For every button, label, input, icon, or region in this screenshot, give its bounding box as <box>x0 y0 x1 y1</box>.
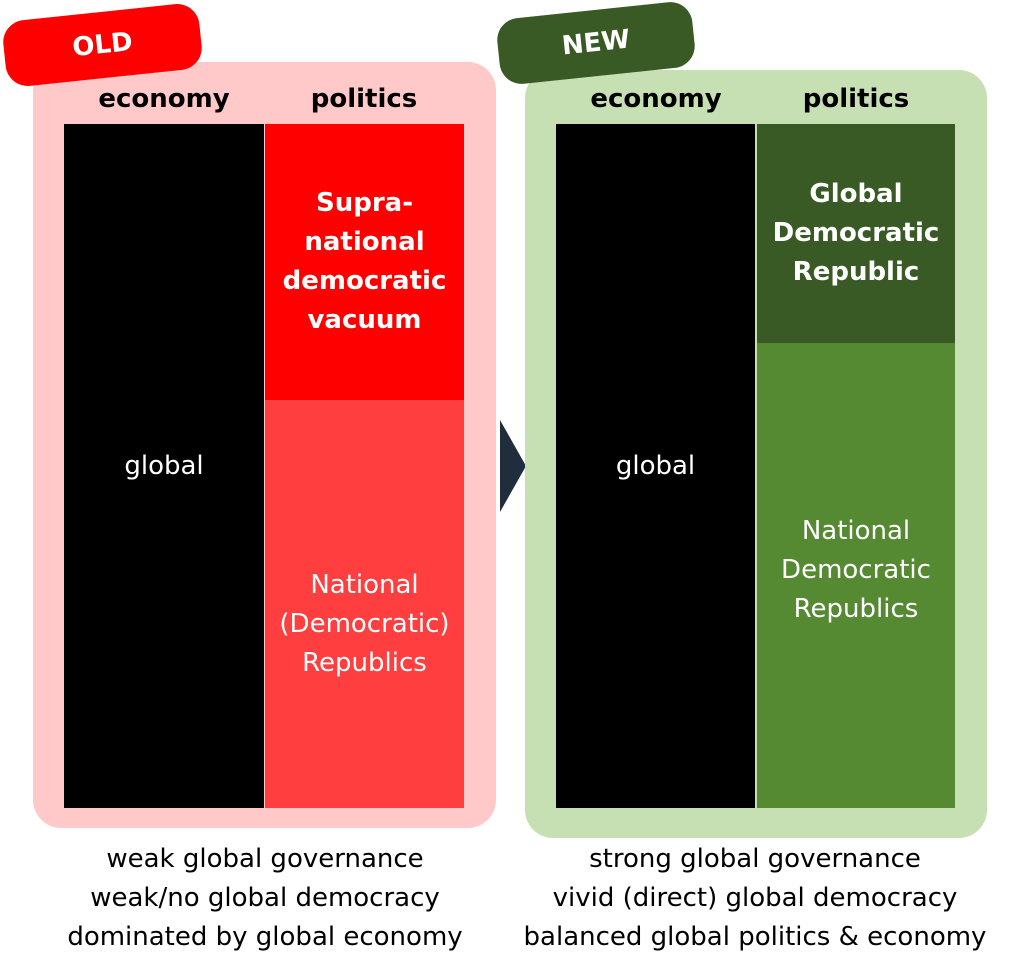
old-caption: weak global governance weak/no global de… <box>40 840 490 957</box>
new-global-line-1: Global <box>809 179 903 209</box>
new-economy-label: global <box>615 450 696 481</box>
new-caption-line-2: vivid (direct) global democracy <box>552 883 958 913</box>
old-economy-box: global <box>64 124 264 808</box>
new-politics-header: politics <box>802 84 910 114</box>
new-global-line-2: Democratic <box>772 218 940 248</box>
new-caption: strong global governance vivid (direct) … <box>510 840 1000 957</box>
transition-arrow-icon <box>500 420 526 512</box>
old-national-line-1: National <box>310 569 419 600</box>
new-caption-line-1: strong global governance <box>589 844 921 874</box>
new-caption-line-3: balanced global politics & economy <box>523 922 987 952</box>
new-national-box: National Democratic Republics <box>757 343 955 808</box>
old-caption-line-2: weak/no global democracy <box>90 883 440 913</box>
new-economy-header: economy <box>590 84 722 114</box>
old-supranational-box: Supra- national democratic vacuum <box>265 124 464 400</box>
old-caption-line-3: dominated by global economy <box>67 922 463 952</box>
old-politics-header: politics <box>310 84 418 114</box>
old-national-box: National (Democratic) Republics <box>265 400 464 808</box>
old-economy-header: economy <box>98 84 230 114</box>
new-national-line-3: Republics <box>793 594 919 624</box>
old-national-line-2: (Democratic) <box>279 608 450 639</box>
old-national-line-3: Republics <box>302 647 427 678</box>
new-economy-box: global <box>556 124 755 808</box>
old-supra-line-4: vacuum <box>307 305 422 335</box>
old-economy-label: global <box>124 450 204 481</box>
old-supra-line-2: national <box>304 227 425 257</box>
new-national-line-1: National <box>801 516 911 546</box>
new-national-line-2: Democratic <box>781 555 931 585</box>
new-global-republic-box: Global Democratic Republic <box>757 124 955 343</box>
new-global-line-3: Republic <box>792 257 920 287</box>
old-supra-line-1: Supra- <box>315 188 413 218</box>
old-caption-line-1: weak global governance <box>106 844 424 874</box>
old-supra-line-3: democratic <box>282 266 447 296</box>
